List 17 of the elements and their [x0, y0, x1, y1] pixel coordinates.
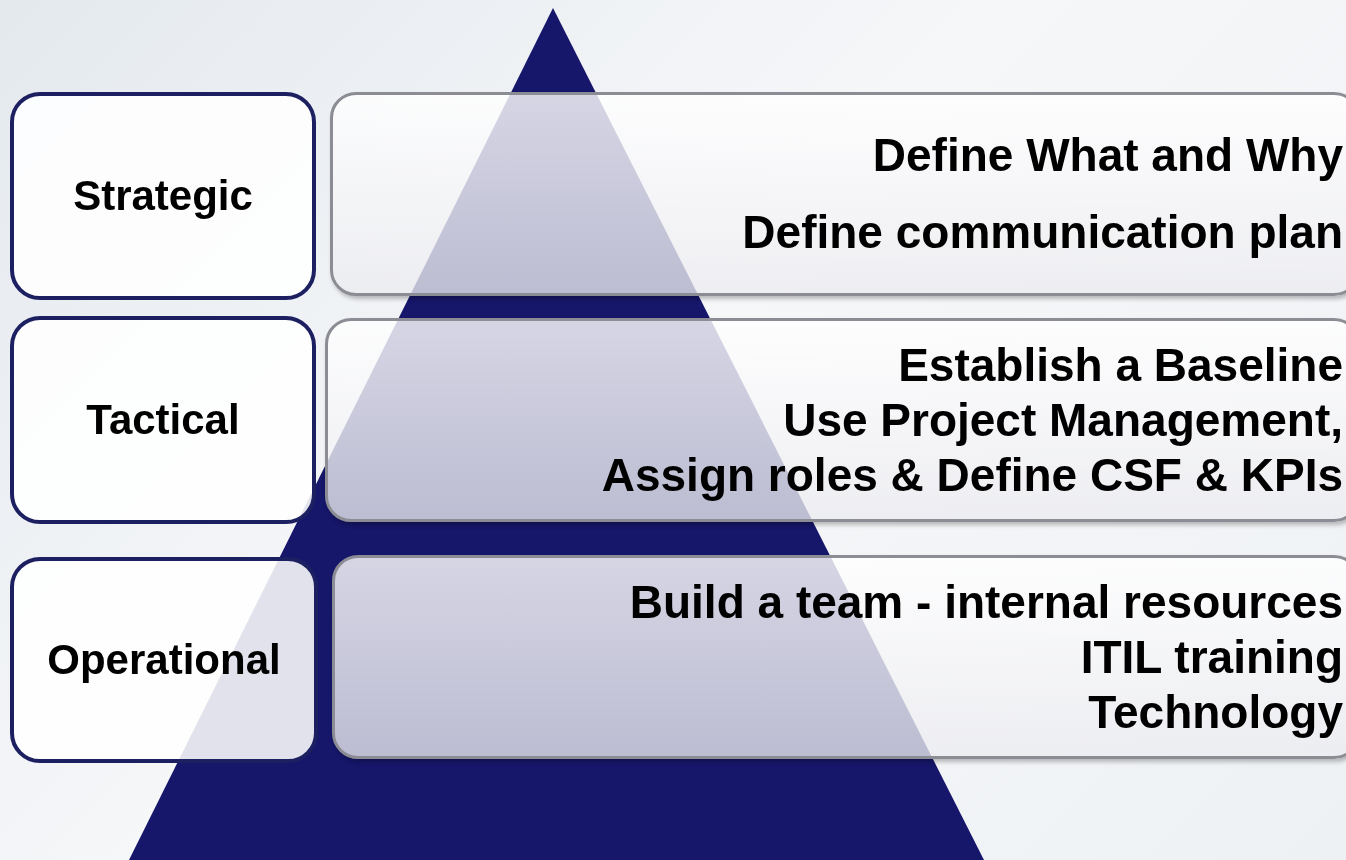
- level-label: Tactical: [86, 396, 240, 444]
- step-text: Technology: [1088, 684, 1343, 740]
- step-panel: [332, 555, 1346, 759]
- step-text: Assign roles & Define CSF & KPIs: [601, 447, 1343, 503]
- level-box: [10, 557, 318, 763]
- step-text: Use Project Management,: [783, 392, 1343, 448]
- step-panel: [325, 318, 1346, 522]
- step-text: ITIL training: [1080, 629, 1343, 685]
- step-text: Define communication plan: [742, 205, 1343, 260]
- step-panel: [330, 92, 1346, 296]
- step-text: Define What and Why: [872, 128, 1343, 183]
- level-label: Strategic: [73, 172, 253, 220]
- level-box: [10, 316, 316, 524]
- level-label: Operational: [47, 636, 281, 684]
- step-text: Establish a Baseline: [898, 337, 1343, 393]
- level-box: [10, 92, 316, 300]
- step-text: Build a team - internal resources: [629, 574, 1343, 630]
